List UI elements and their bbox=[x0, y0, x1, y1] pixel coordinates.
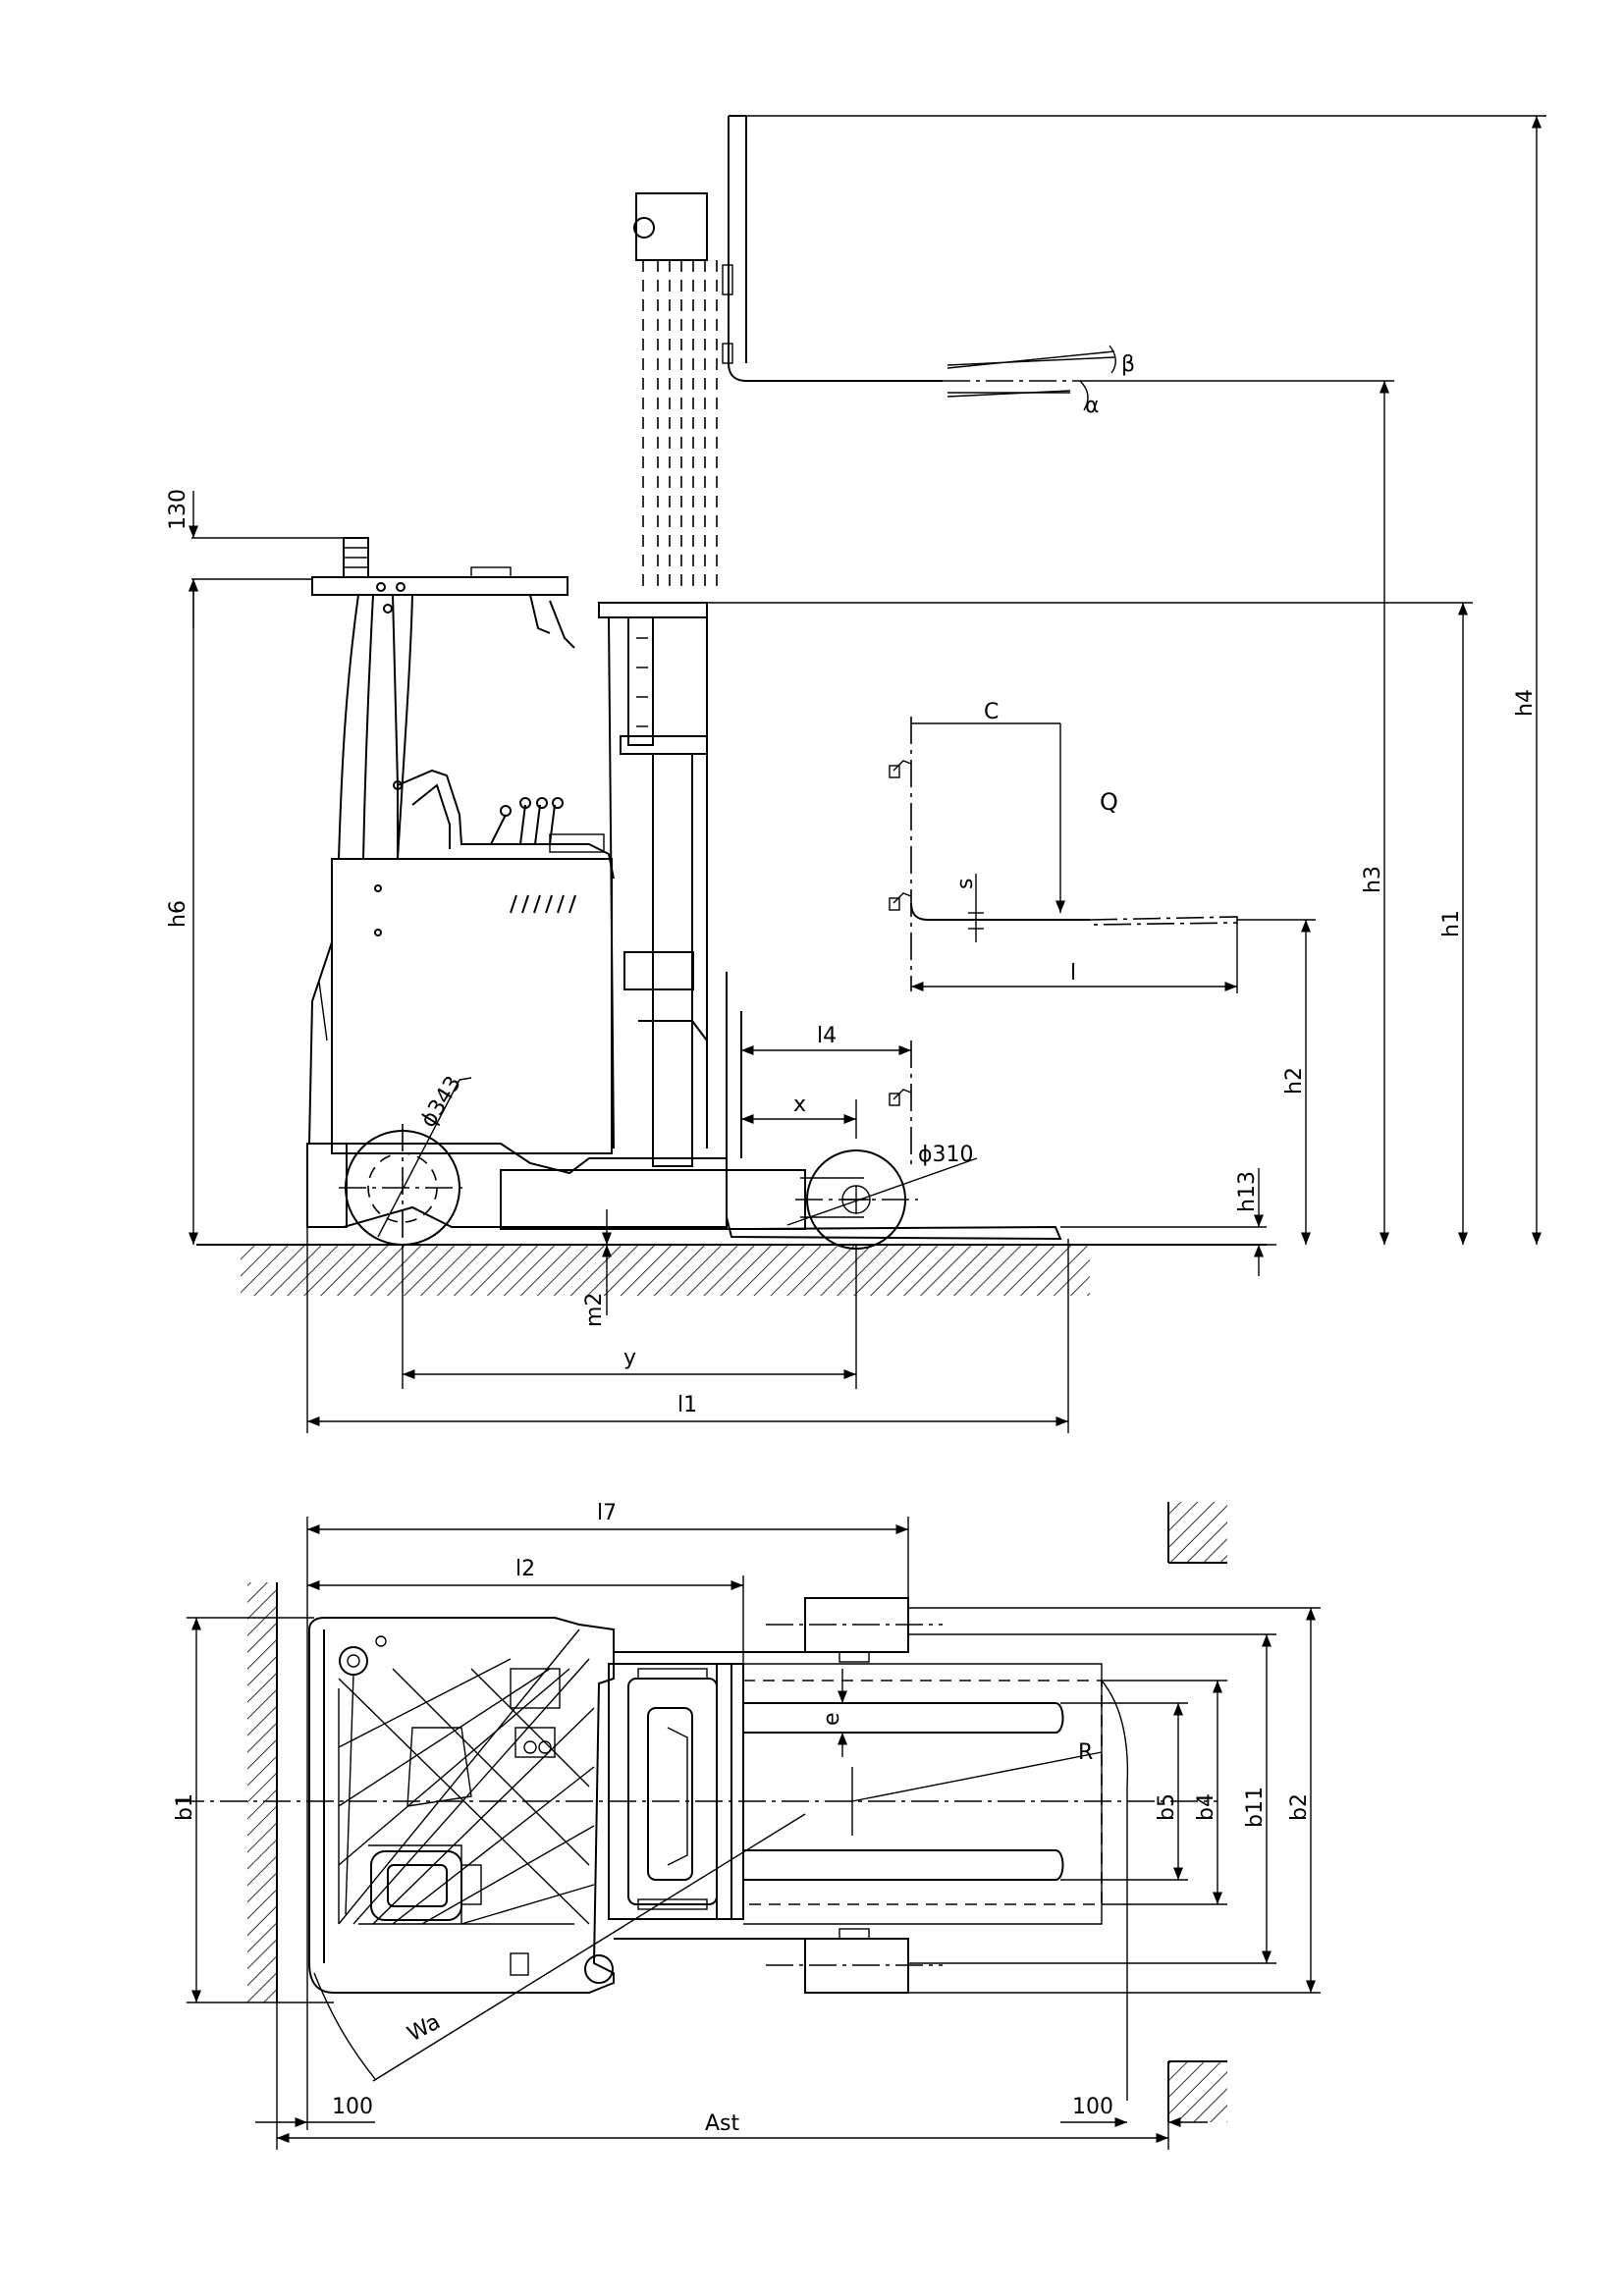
l4-label: l4 bbox=[817, 1024, 837, 1048]
h3-label: h3 bbox=[1361, 866, 1385, 893]
fork-thickness-s-label: s bbox=[953, 879, 978, 889]
rear-wheel bbox=[339, 1077, 472, 1252]
bottom-dimensions bbox=[306, 1209, 1069, 1433]
left-dimensions bbox=[188, 491, 344, 1245]
mast bbox=[598, 192, 718, 1167]
width-dimensions-top bbox=[908, 1607, 1321, 1994]
dim-130-label: 130 bbox=[166, 489, 190, 530]
length-dimensions-top bbox=[306, 1517, 909, 2130]
h1-label: h1 bbox=[1439, 910, 1464, 937]
b2-label: b2 bbox=[1287, 1793, 1312, 1821]
truck-body bbox=[306, 537, 864, 1230]
h6-label: h6 bbox=[166, 900, 190, 928]
vertical-dimensions bbox=[707, 115, 1546, 1276]
h4-label: h4 bbox=[1513, 689, 1538, 717]
y-label: y bbox=[623, 1346, 636, 1370]
wa-radius bbox=[313, 1813, 806, 2082]
b1-label: b1 bbox=[173, 1793, 197, 1821]
carriage-lowered bbox=[726, 972, 1062, 1241]
front-wheel bbox=[786, 1149, 978, 1250]
fork-raised bbox=[722, 115, 1116, 411]
gap-right-100-label: 100 bbox=[1072, 2095, 1113, 2119]
l4-x-dimensions bbox=[741, 1041, 912, 1168]
carriage-top bbox=[608, 1663, 744, 1920]
tilt-alpha-label: α bbox=[1085, 394, 1100, 418]
e-label: e bbox=[820, 1712, 844, 1726]
b4-label: b4 bbox=[1194, 1793, 1218, 1821]
top-view: R Wa e l7 l2 b1 bbox=[173, 1501, 1321, 2150]
l1-label: l1 bbox=[677, 1393, 697, 1417]
load-outline bbox=[742, 1680, 1103, 1905]
front-wheel-diameter-label: ϕ310 bbox=[918, 1143, 974, 1167]
l7-label: l7 bbox=[597, 1501, 617, 1525]
ground bbox=[196, 1244, 1267, 1296]
tilt-beta-label: β bbox=[1121, 352, 1135, 377]
b11-label: b11 bbox=[1243, 1787, 1268, 1828]
outriggers bbox=[614, 1597, 1103, 1994]
x-label: x bbox=[793, 1093, 806, 1117]
b1-dimension bbox=[187, 1617, 334, 2003]
load-center-c-label: C bbox=[984, 700, 999, 724]
aisle-walls bbox=[247, 1502, 1227, 2122]
ast-label: Ast bbox=[705, 2111, 740, 2136]
h2-label: h2 bbox=[1282, 1067, 1307, 1095]
radius-r-label: R bbox=[1078, 1740, 1093, 1765]
h13-label: h13 bbox=[1235, 1171, 1260, 1212]
l2-label: l2 bbox=[515, 1557, 535, 1581]
fork-length-l-label: l bbox=[1070, 961, 1076, 986]
chassis-top bbox=[308, 1617, 615, 1994]
vent-slots bbox=[510, 894, 576, 914]
m2-label: m2 bbox=[582, 1293, 607, 1327]
rear-wheel-diameter-label: ϕ343 bbox=[416, 1072, 466, 1132]
side-view: ϕ343 ϕ310 bbox=[166, 115, 1546, 1433]
gap-left-100-label: 100 bbox=[332, 2095, 373, 2119]
load-diagram bbox=[889, 717, 1238, 993]
turning-radius bbox=[851, 1680, 1129, 2101]
b5-label: b5 bbox=[1155, 1793, 1179, 1821]
aisle-dimensions bbox=[255, 2002, 1208, 2150]
forks-top bbox=[743, 1702, 1064, 1881]
load-q-label: Q bbox=[1100, 788, 1118, 816]
